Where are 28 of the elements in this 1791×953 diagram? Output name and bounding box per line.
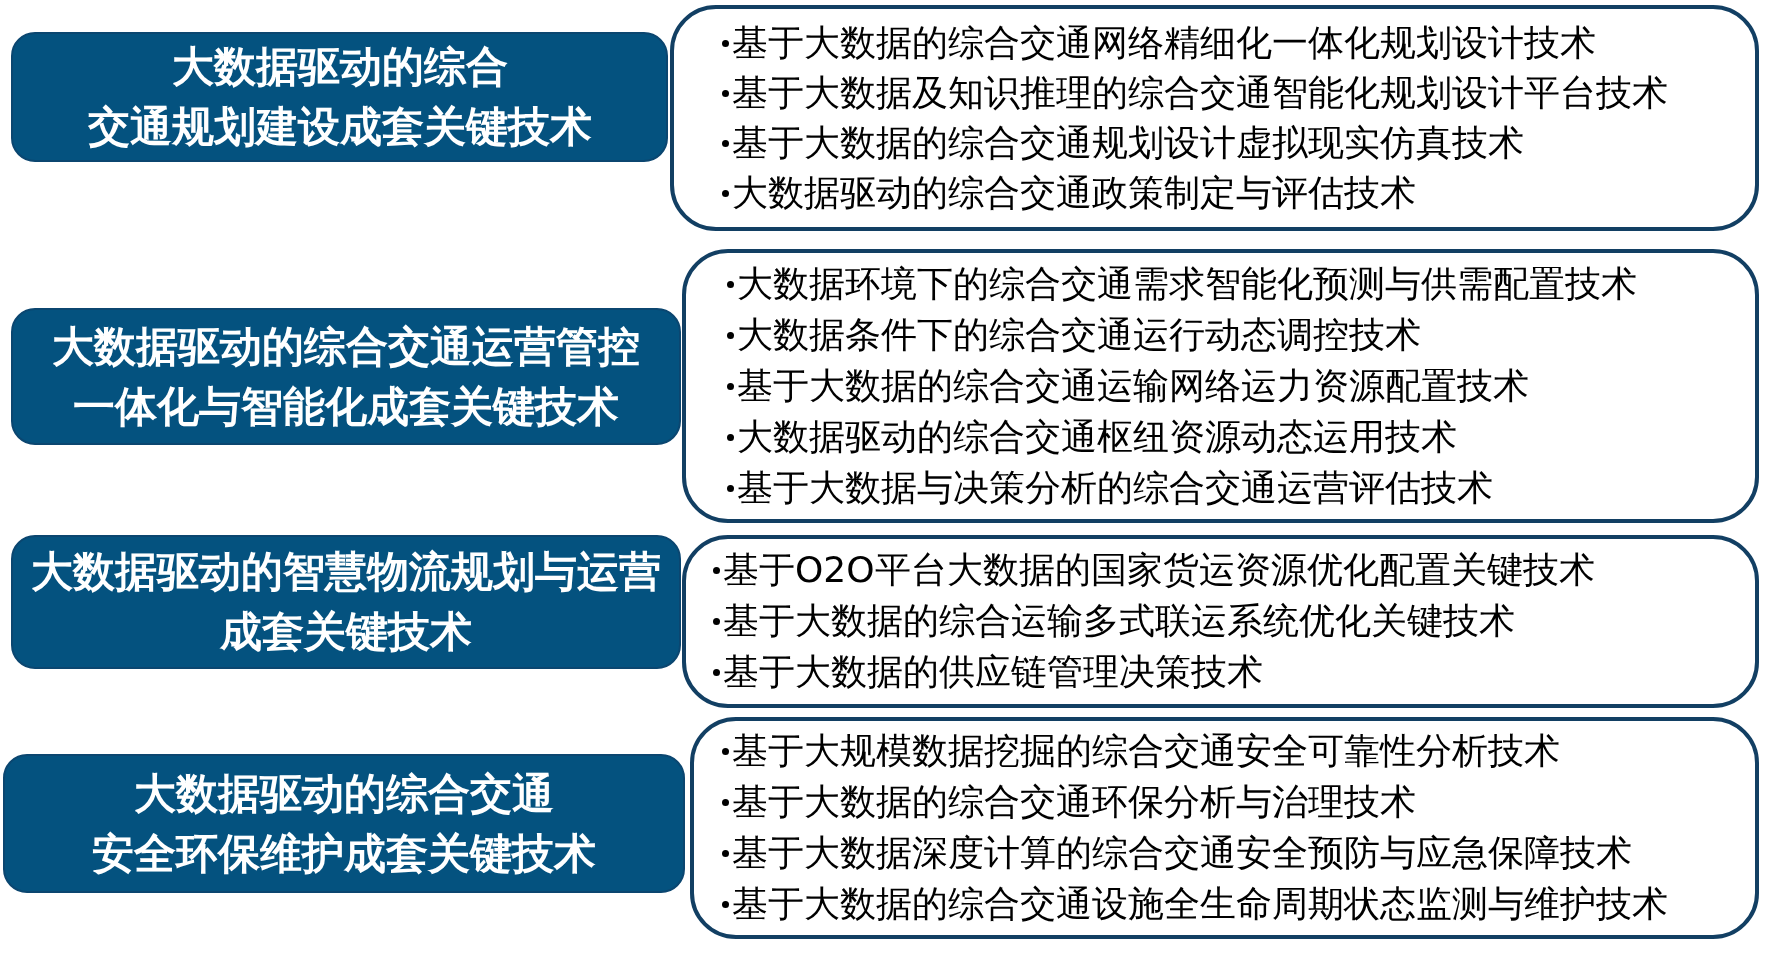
- technology-item: 基于大规模数据挖掘的综合交通安全可靠性分析技术: [732, 729, 1560, 773]
- category-title: 大数据驱动的综合交通安全环保维护成套关键技术: [92, 767, 596, 880]
- category-title: 大数据驱动的智慧物流规划与运营成套关键技术: [31, 546, 661, 658]
- technology-item: 基于大数据的供应链管理决策技术: [723, 650, 1263, 694]
- technology-item: 基于大数据的综合交通环保分析与治理技术: [732, 780, 1416, 824]
- technology-item: 基于大数据深度计算的综合交通安全预防与应急保障技术: [732, 831, 1632, 875]
- technology-item: 基于大数据的综合交通网络精细化一体化规划设计技术: [732, 20, 1596, 65]
- category-box: [3, 754, 685, 893]
- technology-item: 基于大数据与决策分析的综合交通运营评估技术: [737, 465, 1493, 510]
- technology-list-box: [682, 535, 1759, 708]
- category-box: [11, 535, 681, 669]
- category-title: 大数据驱动的综合交通运营管控一体化与智能化成套关键技术: [52, 320, 640, 433]
- technology-item: 基于大数据的综合交通规划设计虚拟现实仿真技术: [732, 120, 1524, 165]
- technology-list-box: [670, 5, 1759, 231]
- technology-item: 基于大数据的综合交通设施全生命周期状态监测与维护技术: [732, 882, 1668, 926]
- category-box: [11, 308, 681, 445]
- technology-list-box: [690, 717, 1759, 939]
- technology-item: 大数据驱动的综合交通枢纽资源动态运用技术: [737, 414, 1457, 459]
- technology-item: 基于大数据的综合运输多式联运系统优化关键技术: [723, 599, 1515, 643]
- technology-item: 大数据驱动的综合交通政策制定与评估技术: [732, 170, 1416, 215]
- technology-item: 基于大数据的综合交通运输网络运力资源配置技术: [737, 363, 1529, 408]
- category-title: 大数据驱动的综合交通规划建设成套关键技术: [87, 41, 592, 153]
- technology-item: 大数据环境下的综合交通需求智能化预测与供需配置技术: [737, 261, 1637, 306]
- technology-list-box: [682, 249, 1759, 523]
- technology-item: 大数据条件下的综合交通运行动态调控技术: [737, 312, 1421, 357]
- category-box: [11, 32, 668, 162]
- technology-item: 基于大数据及知识推理的综合交通智能化规划设计平台技术: [732, 70, 1668, 115]
- technology-item: 基于O2O平台大数据的国家货运资源优化配置关键技术: [723, 548, 1595, 592]
